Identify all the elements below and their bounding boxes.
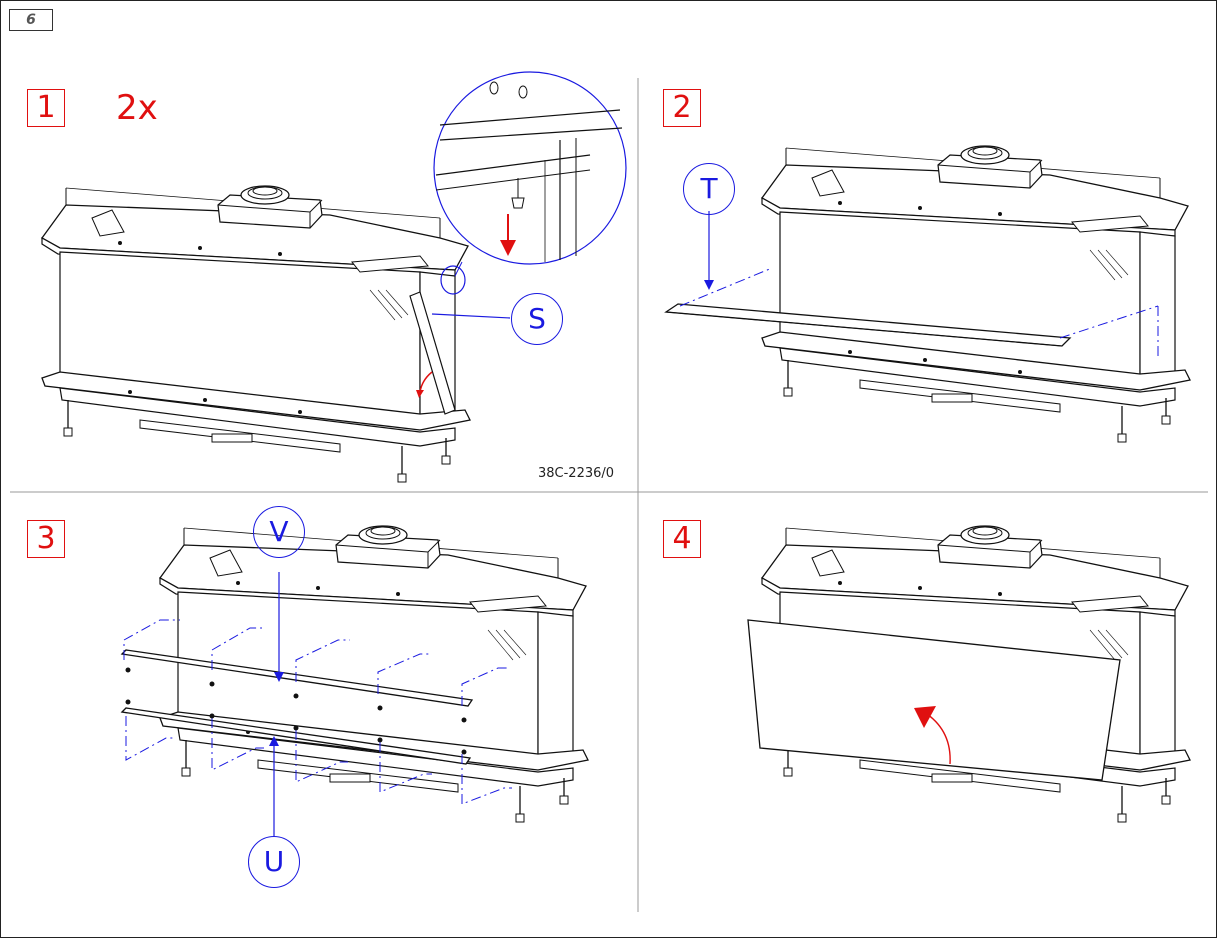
drawing-code: 38C-2236/0 [538, 466, 615, 481]
page-number: 6 [9, 9, 53, 31]
detail-zoom-circle [431, 71, 627, 319]
quantity-label: 2x [116, 88, 158, 128]
front-glass-installed [747, 619, 1121, 781]
step-3-fireplace [159, 525, 589, 823]
step-1-fireplace [41, 185, 471, 483]
step-2-fireplace [761, 145, 1191, 443]
step-number-2: 2 [663, 89, 701, 127]
callout-s: S [511, 293, 563, 345]
callout-t: T [683, 163, 735, 215]
callout-u: U [248, 836, 300, 888]
front-glass-removed [664, 211, 1159, 360]
step-number-3: 3 [27, 520, 65, 558]
callout-v: V [253, 506, 305, 558]
step-number-4: 4 [663, 520, 701, 558]
glass-retaining-strips [120, 572, 512, 836]
step-number-1: 1 [27, 89, 65, 127]
